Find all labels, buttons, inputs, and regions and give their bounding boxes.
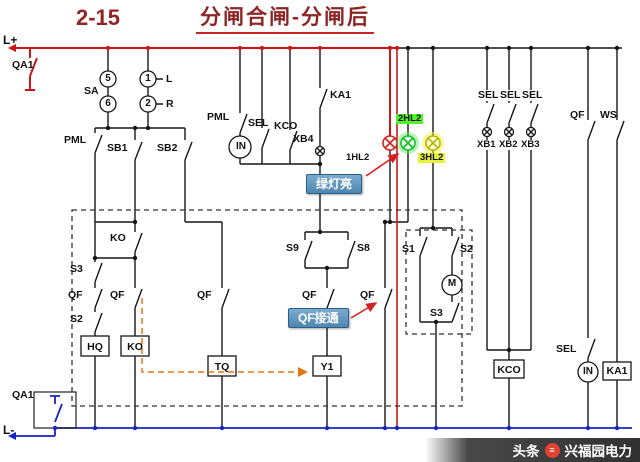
sa-pos-1: 1 xyxy=(145,73,151,84)
watermark-bar: 头条 ≡ 兴福园电力 xyxy=(425,438,640,462)
s1-label: S1 xyxy=(402,243,415,255)
sb1-label: SB1 xyxy=(107,142,128,154)
qf-e-label: QF xyxy=(360,289,375,301)
tq-coil-label: TQ xyxy=(214,361,230,373)
xb4-label: XB4 xyxy=(293,133,314,145)
callout-green-lamp-on: 绿灯亮 xyxy=(306,174,363,195)
lamp-green-label: 2HL2 xyxy=(396,113,424,124)
sa-label: SA xyxy=(84,85,99,97)
far-right-columns xyxy=(577,48,632,428)
kco-coil-label: KCO xyxy=(497,364,521,376)
pml-mid-label: PML xyxy=(207,111,230,123)
l-minus-label: L- xyxy=(3,423,15,437)
closing-path-s9-s8 xyxy=(304,231,356,428)
indicator-lamps xyxy=(382,48,444,428)
callout-qf-closed: QF接通 xyxy=(288,308,349,329)
lamp-yellow-label: 3HL2 xyxy=(418,152,446,163)
remote-label: R xyxy=(166,98,174,110)
junction-dots xyxy=(52,45,620,431)
callout-arrows xyxy=(350,153,400,319)
s3-motor-label: S3 xyxy=(430,307,443,319)
s9-label: S9 xyxy=(286,242,299,254)
y1-coil-label: Y1 xyxy=(320,361,334,373)
sel-right-2-label: SEL xyxy=(499,89,522,101)
sa-pos-6: 6 xyxy=(105,98,111,109)
watermark-source: 头条 xyxy=(512,444,540,459)
sa-pos-5: 5 xyxy=(105,73,111,84)
qf-top-right-label: QF xyxy=(570,109,585,121)
sel-bottom-label: SEL xyxy=(556,343,577,355)
ws-label: WS xyxy=(600,109,617,121)
ka1-top-label: KA1 xyxy=(330,89,352,101)
toutiao-logo-icon: ≡ xyxy=(544,442,560,458)
kco-top-label: KCO xyxy=(274,120,298,132)
s2-label: S2 xyxy=(70,313,83,325)
qf-b-label: QF xyxy=(110,289,125,301)
lamp-red-label: 1HL2 xyxy=(346,152,370,163)
dashed-enclosures xyxy=(71,209,463,407)
l-plus-label: L+ xyxy=(3,33,18,47)
figure-number: 2-15 xyxy=(76,5,121,30)
ko-contact-label: KO xyxy=(110,232,126,244)
qa1-top-label: QA1 xyxy=(12,59,34,71)
xb3-label: XB3 xyxy=(520,139,541,150)
pml-left-label: PML xyxy=(64,134,87,146)
xb1-label: XB1 xyxy=(476,139,497,150)
ka1-coil-label: KA1 xyxy=(606,365,628,377)
ko-coil-label: KO xyxy=(127,341,143,353)
s8-label: S8 xyxy=(357,242,370,254)
sel-right-3-label: SEL xyxy=(521,89,544,101)
page-title: 分闸合闸-分闸后 xyxy=(196,6,374,35)
trip-coil-column xyxy=(207,222,237,428)
local-label: L xyxy=(166,73,173,85)
sel-top-label: SEL xyxy=(248,117,269,129)
in-relay-bottom-label: IN xyxy=(583,366,593,377)
watermark-brand: 兴福园电力 xyxy=(564,444,633,459)
right-xb-group xyxy=(481,48,539,428)
qf-c-label: QF xyxy=(197,289,212,301)
sel-right-1-label: SEL xyxy=(477,89,500,101)
qf-a-label: QF xyxy=(68,289,83,301)
in-relay-top-label: IN xyxy=(236,141,246,152)
xb2-label: XB2 xyxy=(498,139,519,150)
qa1-bottom-label: QA1 xyxy=(12,389,34,401)
hq-coil-label: HQ xyxy=(87,341,103,353)
sb2-label: SB2 xyxy=(157,142,178,154)
motor-label: M xyxy=(447,278,457,289)
s2-motor-label: S2 xyxy=(460,243,473,255)
motor-sub-circuit xyxy=(405,227,473,428)
control-buttons xyxy=(94,128,222,223)
middle-top-columns xyxy=(228,48,328,232)
selector-switch-sa xyxy=(95,48,185,129)
s3-label: S3 xyxy=(70,263,83,275)
sa-pos-2: 2 xyxy=(145,98,151,109)
interlock-left-columns xyxy=(80,221,150,428)
qf-d-label: QF xyxy=(302,289,317,301)
